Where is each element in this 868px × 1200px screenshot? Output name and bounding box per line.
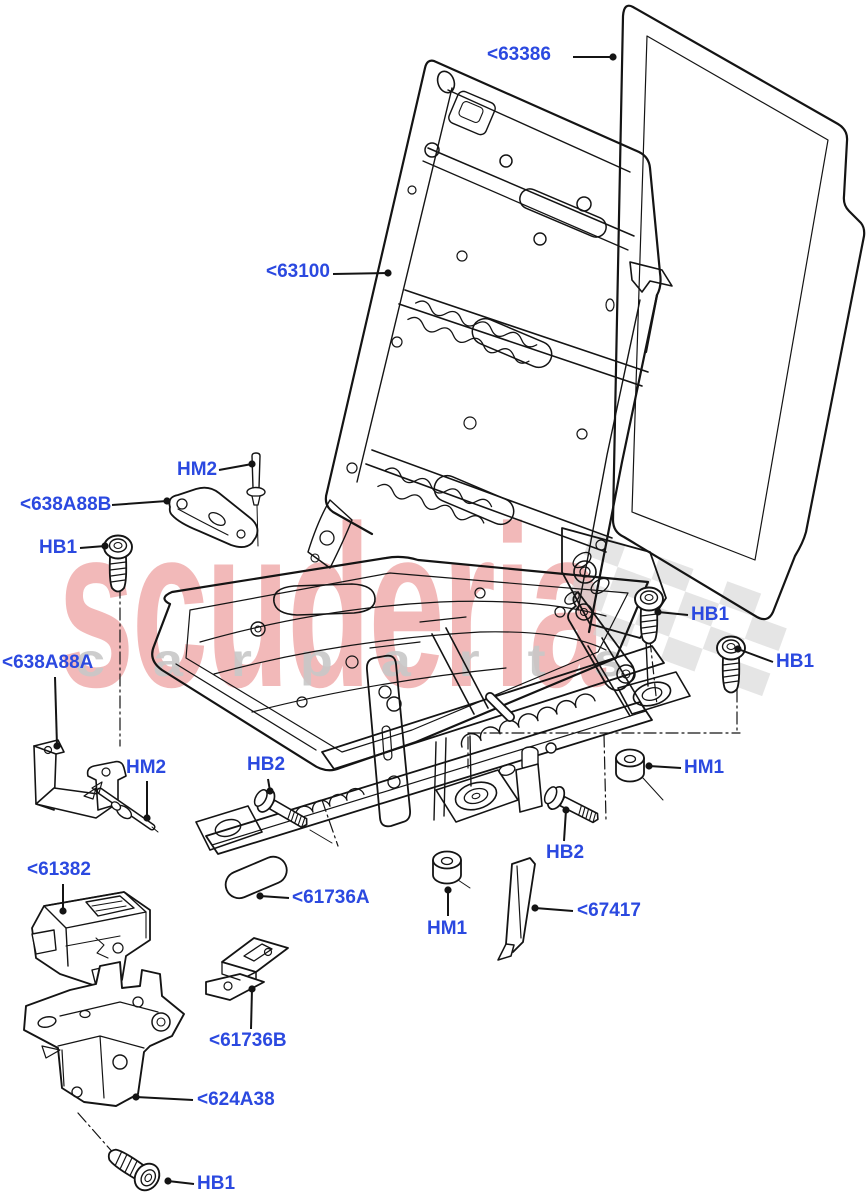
leader-dot-hb1-right-2 <box>734 645 742 653</box>
leader-dot-63386 <box>609 53 617 61</box>
leader-line-638A88B <box>111 500 168 506</box>
watermark: scuderia c a r p a r t s <box>58 478 787 735</box>
part-label-hb1-left[interactable]: HB1 <box>39 537 78 558</box>
part-label-hb2-right[interactable]: HB2 <box>546 842 585 863</box>
part-label-624A38[interactable]: <624A38 <box>197 1089 275 1110</box>
leader-layer <box>53 53 774 1185</box>
leader-dot-hm1-center <box>444 886 452 894</box>
bracket-624A38-drawing <box>23 961 185 1107</box>
leader-dot-hm1-right <box>645 762 653 770</box>
leader-dot-63100 <box>384 269 392 277</box>
leader-line-61736A <box>259 895 290 899</box>
leader-dot-638A88B <box>163 497 171 505</box>
leader-line-61736B <box>250 988 253 1030</box>
leader-line-63100 <box>332 272 389 275</box>
leader-dot-hm2-upper <box>248 460 256 468</box>
part-label-hb1-right-2[interactable]: HB1 <box>776 651 815 672</box>
leader-dot-hb1-right-1 <box>654 608 662 616</box>
leader-line-hb1-right-2 <box>737 648 774 663</box>
part-label-61736A[interactable]: <61736A <box>292 887 370 908</box>
pad-61736A-drawing <box>224 855 288 900</box>
slide-rails-drawing <box>195 627 691 855</box>
part-label-61382[interactable]: <61382 <box>27 859 91 880</box>
bushing-hm1-center-drawing <box>432 850 462 885</box>
part-label-63100[interactable]: <63100 <box>266 261 330 282</box>
part-label-hb1-bottom[interactable]: HB1 <box>197 1173 236 1194</box>
part-label-638A88B[interactable]: <638A88B <box>20 494 112 515</box>
part-label-hm2-lower[interactable]: HM2 <box>126 757 167 778</box>
centerlines <box>77 585 741 1157</box>
leader-line-hb1-left <box>79 545 106 549</box>
misc-axis-lines <box>309 777 664 889</box>
bracket-638A88B-drawing <box>168 486 259 548</box>
watermark-subtext: c a r p a r t s <box>75 634 640 686</box>
clip-61736B-drawing <box>205 937 289 1001</box>
leader-dot-61382 <box>59 907 67 915</box>
part-label-63386[interactable]: <63386 <box>487 44 551 65</box>
part-label-hb2-left[interactable]: HB2 <box>247 754 286 775</box>
strip-67417-drawing <box>497 857 536 961</box>
leader-line-67417 <box>534 907 574 912</box>
seat-base-pan-drawing <box>151 555 650 772</box>
bolt-hb2-right-drawing <box>539 781 605 831</box>
bushing-hm1-right-drawing <box>615 748 645 783</box>
part-label-hb1-right-1[interactable]: HB1 <box>691 604 730 625</box>
diagram-art <box>23 4 866 1196</box>
leader-dot-hb2-right <box>562 806 570 814</box>
leader-dot-61736B <box>248 985 256 993</box>
part-label-hm1-right[interactable]: HM1 <box>684 757 725 778</box>
part-label-hm1-center[interactable]: HM1 <box>427 918 468 939</box>
leader-dot-hb1-left <box>101 542 109 550</box>
backrest-panel-63386-drawing <box>611 4 866 621</box>
watermark-word: scuderia <box>58 478 607 735</box>
screw-hb1-bottom-drawing <box>101 1140 166 1196</box>
part-label-61736B[interactable]: <61736B <box>209 1030 287 1051</box>
latch-61382-drawing <box>31 891 151 987</box>
leader-line-hb1-bottom <box>167 1180 195 1185</box>
leader-line-hb1-right-1 <box>657 611 689 616</box>
leader-line-624A38 <box>135 1096 194 1101</box>
part-label-638A88A[interactable]: <638A88A <box>2 652 94 673</box>
leader-line-hm1-right <box>648 765 682 769</box>
leader-line-hb2-right <box>563 809 567 842</box>
pin-axis-line <box>256 504 259 547</box>
leader-dot-hb2-left <box>266 787 274 795</box>
leader-dot-hb1-bottom <box>164 1177 172 1185</box>
leader-dot-638A88A <box>53 742 61 750</box>
part-label-67417[interactable]: <67417 <box>577 900 641 921</box>
backrest-frame-63100-drawing <box>307 59 673 692</box>
leader-dot-624A38 <box>132 1093 140 1101</box>
part-label-hm2-upper[interactable]: HM2 <box>177 459 218 480</box>
leader-dot-67417 <box>531 904 539 912</box>
leader-line-638A88A <box>54 676 58 747</box>
leader-dot-61736A <box>256 892 264 900</box>
pin-hm2-lower-drawing <box>91 781 159 833</box>
bracket-638A88A-drawing <box>33 739 127 819</box>
leader-dot-hm2-lower <box>143 814 151 822</box>
leader-line-hm2-upper <box>218 463 253 471</box>
